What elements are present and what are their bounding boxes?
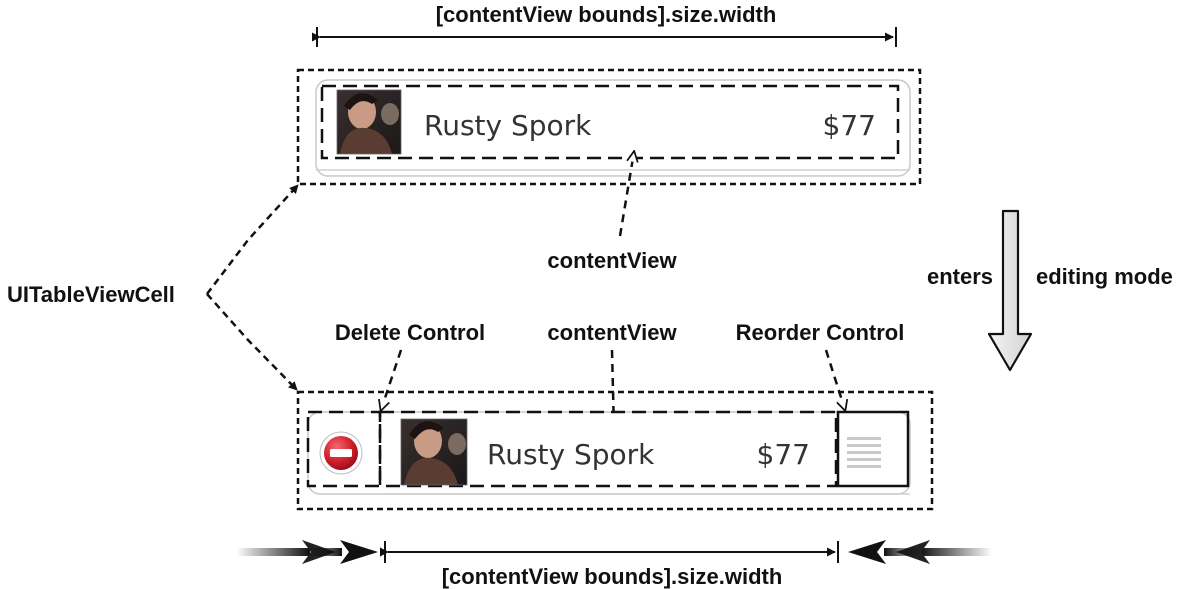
cell-title: Rusty Spork — [424, 109, 592, 142]
reorder-control-outline — [836, 410, 910, 488]
cell-pointer-top — [206, 184, 299, 295]
content-view-outline-editing — [378, 410, 838, 488]
cell-price-editing: $77 — [757, 438, 810, 471]
mode-label-left: enters — [927, 264, 993, 289]
delete-minus-icon[interactable] — [319, 431, 363, 475]
content-view-outline — [320, 84, 900, 160]
delete-control-pointer — [381, 349, 403, 410]
reorder-control-pointer — [824, 349, 845, 410]
content-view-pointer-top — [618, 152, 634, 237]
reorder-control-label: Reorder Control — [736, 320, 905, 345]
reorder-grip-icon[interactable] — [847, 437, 881, 468]
cell-background — [315, 79, 911, 177]
delete-control-label: Delete Control — [335, 320, 485, 345]
mode-label-right: editing mode — [1036, 264, 1173, 289]
squeeze-arrow-left-icon — [236, 540, 378, 564]
bottom-width-label: [contentView bounds].size.width — [442, 564, 783, 589]
table-cell-editing: Rusty Spork $77 — [296, 390, 934, 511]
bottom-width-dimension: [contentView bounds].size.width — [379, 541, 839, 589]
uitableviewcell-label: UITableViewCell — [7, 282, 175, 307]
content-view-label-top: contentView — [547, 248, 677, 273]
delete-control-outline — [306, 410, 382, 488]
top-width-label: [contentView bounds].size.width — [436, 2, 777, 27]
photo-thumbnail-icon — [336, 89, 402, 155]
cell-outline — [296, 68, 922, 186]
cell-outline-editing — [296, 390, 934, 511]
top-width-dimension: [contentView bounds].size.width — [311, 2, 897, 47]
squeeze-arrow-right-icon — [848, 540, 992, 564]
cell-pointer-bottom — [206, 293, 298, 391]
content-view-label-bottom: contentView — [547, 320, 677, 345]
photo-thumbnail-icon — [400, 418, 468, 486]
table-cell-normal: Rusty Spork $77 — [296, 68, 922, 186]
cell-title-editing: Rusty Spork — [487, 438, 655, 471]
down-arrow-icon — [987, 209, 1033, 372]
cell-price: $77 — [823, 109, 876, 142]
